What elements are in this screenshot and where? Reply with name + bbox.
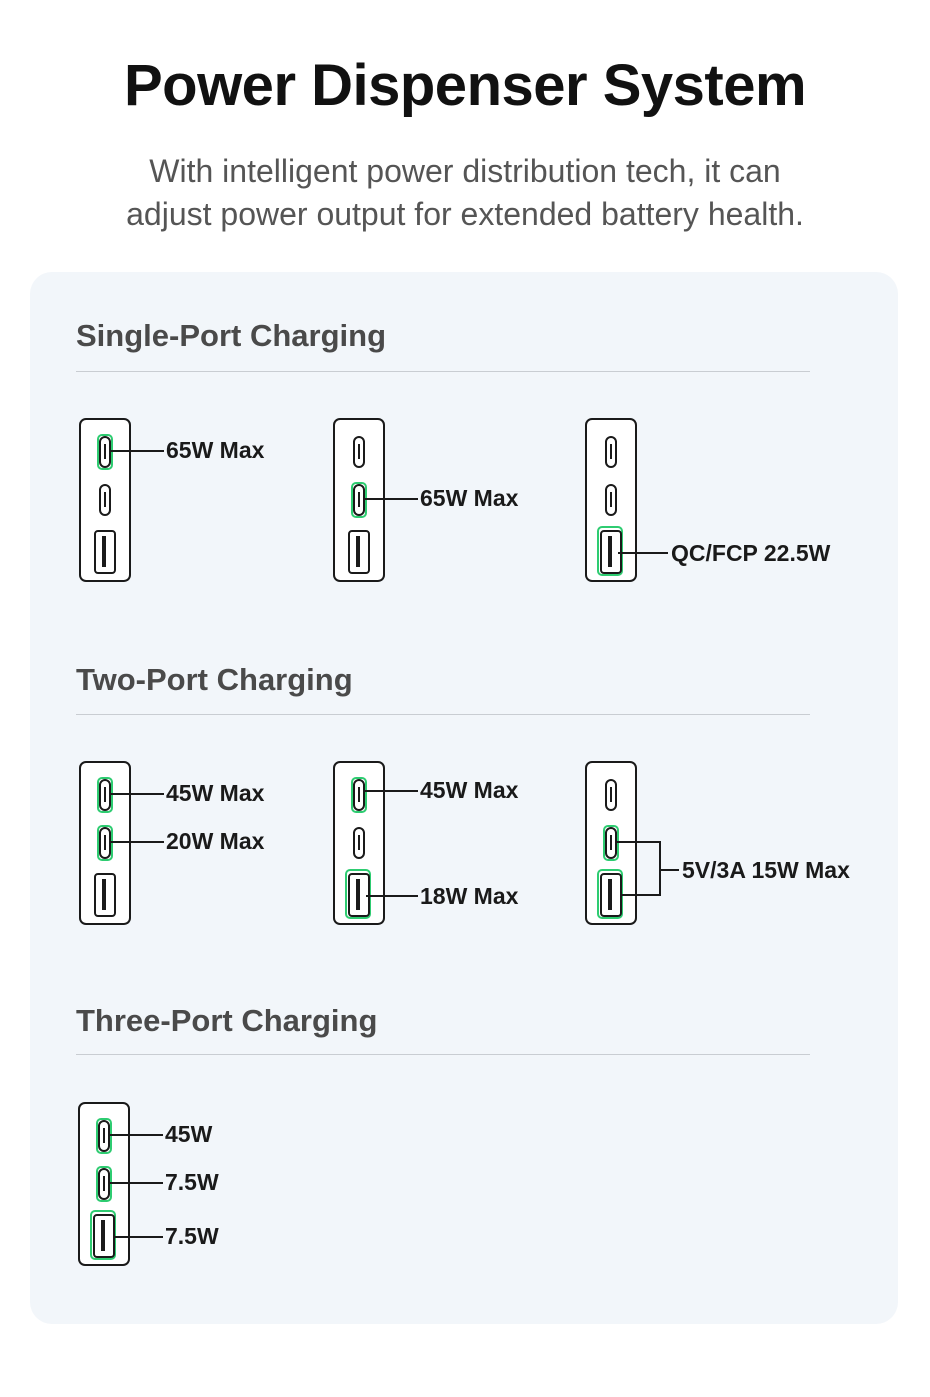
section-divider (76, 714, 810, 715)
active-port-highlight (97, 777, 113, 813)
usb-c-port-icon (98, 1168, 110, 1200)
usb-a-port-icon (600, 873, 622, 917)
power-label: 7.5W (165, 1223, 219, 1249)
usb-c-port-icon (353, 779, 365, 811)
active-port-highlight (345, 869, 371, 919)
usb-c-port-icon (605, 827, 617, 859)
callout-line (113, 1236, 163, 1238)
usb-c-port-icon (98, 1120, 110, 1152)
callout-bracket (659, 841, 661, 896)
section-title-two-port: Two-Port Charging (76, 662, 353, 697)
page-title: Power Dispenser System (123, 53, 807, 118)
usb-c-port-icon (605, 484, 617, 516)
callout-line (110, 450, 164, 452)
power-label: 45W Max (420, 777, 519, 803)
active-port-highlight (351, 482, 367, 518)
usb-c-port-icon (99, 436, 111, 468)
callout-line (366, 895, 418, 897)
subtitle-line-2: adjust power output for extended battery… (126, 196, 804, 232)
usb-a-port-icon (93, 1214, 115, 1258)
charger-diagram (333, 761, 385, 925)
section-title-single-port: Single-Port Charging (76, 318, 386, 353)
usb-c-port-icon (605, 436, 617, 468)
charger-diagram (78, 1102, 130, 1266)
power-label: 45W (165, 1121, 213, 1147)
power-label: 45W Max (166, 780, 265, 806)
usb-c-port-icon (353, 436, 365, 468)
usb-c-port-icon (605, 779, 617, 811)
active-port-highlight (90, 1210, 116, 1260)
power-label: 18W Max (420, 883, 519, 909)
callout-line (659, 869, 679, 871)
active-port-highlight (597, 526, 623, 576)
charging-modes-panel (30, 272, 898, 1324)
usb-c-port-icon (99, 779, 111, 811)
callout-line (618, 552, 668, 554)
active-port-highlight (97, 434, 113, 470)
power-label: 5V/3A 15W Max (682, 857, 850, 883)
usb-a-port-icon (348, 530, 370, 574)
usb-c-port-icon (99, 484, 111, 516)
page-subtitle: With intelligent power distribution tech… (0, 150, 930, 236)
usb-a-port-icon (94, 530, 116, 574)
usb-c-port-icon (353, 827, 365, 859)
active-port-highlight (96, 1166, 112, 1202)
charger-diagram (333, 418, 385, 582)
active-port-highlight (351, 777, 367, 813)
power-label: 20W Max (166, 828, 265, 854)
callout-line (364, 790, 418, 792)
active-port-highlight (96, 1118, 112, 1154)
power-label: QC/FCP 22.5W (671, 540, 831, 566)
power-label: 65W Max (166, 437, 265, 463)
section-divider (76, 371, 810, 372)
power-label: 7.5W (165, 1169, 219, 1195)
callout-line (110, 793, 164, 795)
usb-c-port-icon (99, 827, 111, 859)
active-port-highlight (97, 825, 113, 861)
callout-line (616, 841, 660, 843)
callout-line (109, 1134, 163, 1136)
charger-diagram (585, 761, 637, 925)
callout-line (364, 498, 418, 500)
power-label: 65W Max (420, 485, 519, 511)
section-divider (76, 1054, 810, 1055)
charger-diagram (585, 418, 637, 582)
active-port-highlight (603, 825, 619, 861)
callout-line (109, 1182, 163, 1184)
subtitle-line-1: With intelligent power distribution tech… (149, 153, 781, 189)
section-title-three-port: Three-Port Charging (76, 1003, 378, 1038)
charger-diagram (79, 761, 131, 925)
charger-diagram (79, 418, 131, 582)
callout-line (620, 894, 660, 896)
usb-a-port-icon (94, 873, 116, 917)
callout-line (110, 841, 164, 843)
usb-c-port-icon (353, 484, 365, 516)
